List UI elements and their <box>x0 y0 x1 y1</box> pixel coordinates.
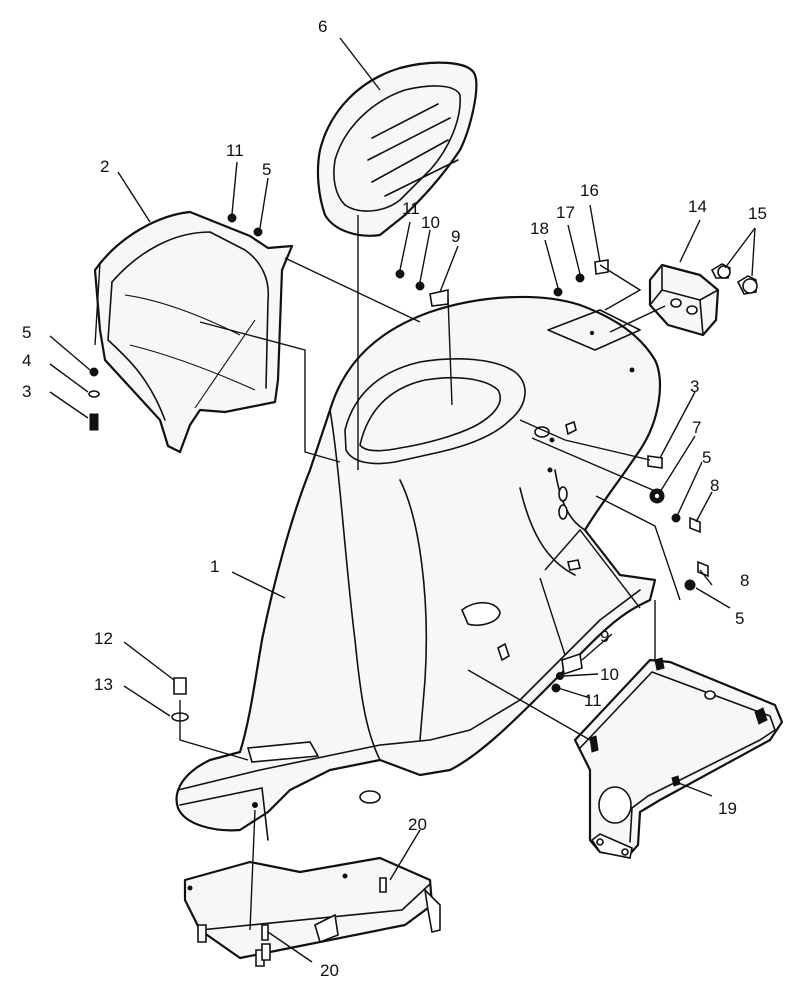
callout-5: 5 <box>262 160 271 179</box>
callout-10: 10 <box>600 665 619 684</box>
callout-9: 9 <box>600 627 609 646</box>
callout-5: 5 <box>735 609 744 628</box>
callout-20: 20 <box>320 961 339 980</box>
part-2-fender-panel <box>93 210 294 454</box>
callout-19: 19 <box>718 799 737 818</box>
callout-13: 13 <box>94 675 113 694</box>
callout-9: 9 <box>451 227 460 246</box>
callout-16: 16 <box>580 181 599 200</box>
callout-15: 15 <box>748 204 767 223</box>
callout-17: 17 <box>556 203 575 222</box>
part-20-floor-plate <box>183 856 441 967</box>
callout-5: 5 <box>22 323 31 342</box>
callout-6: 6 <box>318 17 327 36</box>
callout-11: 11 <box>226 141 244 160</box>
callout-5: 5 <box>702 448 711 467</box>
callout-3: 3 <box>22 382 31 401</box>
callout-numbers: 6 2 11 5 11 10 9 18 17 16 14 15 5 4 3 3 … <box>22 17 767 980</box>
assembly-lines <box>94 215 681 931</box>
callout-20: 20 <box>408 815 427 834</box>
part-6-seat <box>316 61 478 237</box>
callout-11: 11 <box>402 199 420 218</box>
callout-4: 4 <box>22 351 31 370</box>
callout-18: 18 <box>530 219 549 238</box>
callout-12: 12 <box>94 629 113 648</box>
part-14-tail-light <box>648 263 720 337</box>
callout-8: 8 <box>740 571 749 590</box>
callout-leaders <box>49 37 756 963</box>
part-19-step-plate <box>573 657 784 859</box>
callout-3: 3 <box>690 377 699 396</box>
callout-1: 1 <box>210 557 219 576</box>
callout-2: 2 <box>100 157 109 176</box>
callout-7: 7 <box>692 418 701 437</box>
callout-11: 11 <box>584 691 602 710</box>
callout-14: 14 <box>688 197 707 216</box>
callout-10: 10 <box>421 213 440 232</box>
hardware <box>88 213 709 722</box>
callout-8: 8 <box>710 476 719 495</box>
